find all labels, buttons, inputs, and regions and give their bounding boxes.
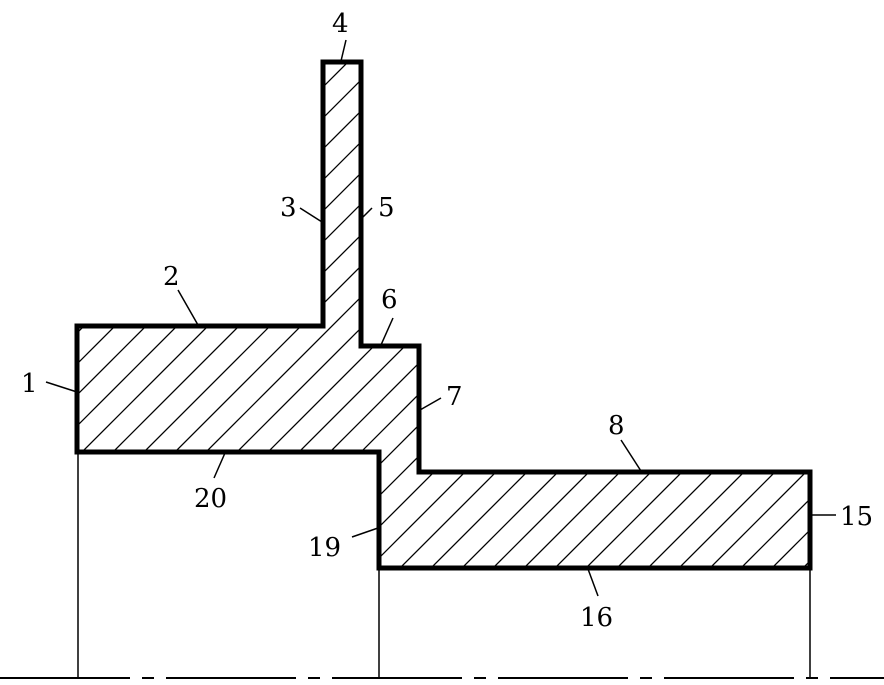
hatch-line: [77, 62, 163, 568]
hatch-line: [732, 62, 810, 568]
label-19: 19: [308, 533, 341, 563]
hatch-line: [608, 62, 810, 568]
hatch-line: [577, 62, 810, 568]
hatch-line: [453, 62, 810, 568]
label-2: 2: [163, 262, 180, 292]
hatch-line: [670, 62, 810, 568]
hatch-line: [77, 62, 721, 568]
hatch-line: [77, 62, 318, 568]
label-15: 15: [840, 502, 873, 532]
hatch-line: [763, 62, 810, 568]
label-20: 20: [194, 484, 227, 514]
hatch-line: [112, 62, 810, 568]
hatch-line: [77, 62, 535, 568]
hatch-line: [77, 62, 194, 568]
hatch-line: [77, 62, 597, 568]
hatch-line: [236, 62, 810, 568]
hatch-line: [77, 62, 101, 568]
label-16: 16: [580, 603, 613, 633]
hatch-line: [81, 62, 783, 568]
hatch-line: [77, 62, 132, 568]
hatch-line: [77, 62, 411, 568]
hatch-line: [143, 62, 810, 568]
hatch-line: [422, 62, 810, 568]
hatch-line: [360, 62, 810, 568]
hatch-line: [77, 62, 225, 568]
label-7: 7: [446, 382, 463, 412]
hatch-line: [546, 62, 810, 568]
hatch-line: [484, 62, 810, 568]
hatch-line: [205, 62, 810, 568]
hatch-line: [298, 62, 810, 568]
hatch-line: [77, 62, 752, 568]
hatch-line: [77, 62, 349, 568]
hatch-line: [515, 62, 810, 568]
hatch-line: [794, 62, 810, 568]
label-4: 4: [332, 9, 349, 39]
hatch-line: [639, 62, 810, 568]
hatch-line: [77, 62, 566, 568]
label-6: 6: [381, 285, 398, 315]
hatch-line: [77, 62, 628, 568]
label-5: 5: [378, 193, 395, 223]
label-1: 1: [21, 369, 38, 399]
hatch-line: [77, 62, 442, 568]
part-labels: 1 2 3 4 5 6 7 8 15 16 19 20: [21, 9, 873, 633]
hatch-line: [701, 62, 810, 568]
hatch-line: [174, 62, 810, 568]
section-outline: [74, 59, 813, 571]
hatch-line: [77, 62, 473, 568]
label-8: 8: [608, 411, 625, 441]
hatch-line: [329, 62, 810, 568]
hatch-line: [77, 62, 287, 568]
hatch-line: [77, 62, 256, 568]
hatch-line: [77, 62, 690, 568]
extension-lines: [77, 452, 811, 678]
leader-lines: [45, 39, 836, 597]
label-3: 3: [280, 193, 297, 223]
